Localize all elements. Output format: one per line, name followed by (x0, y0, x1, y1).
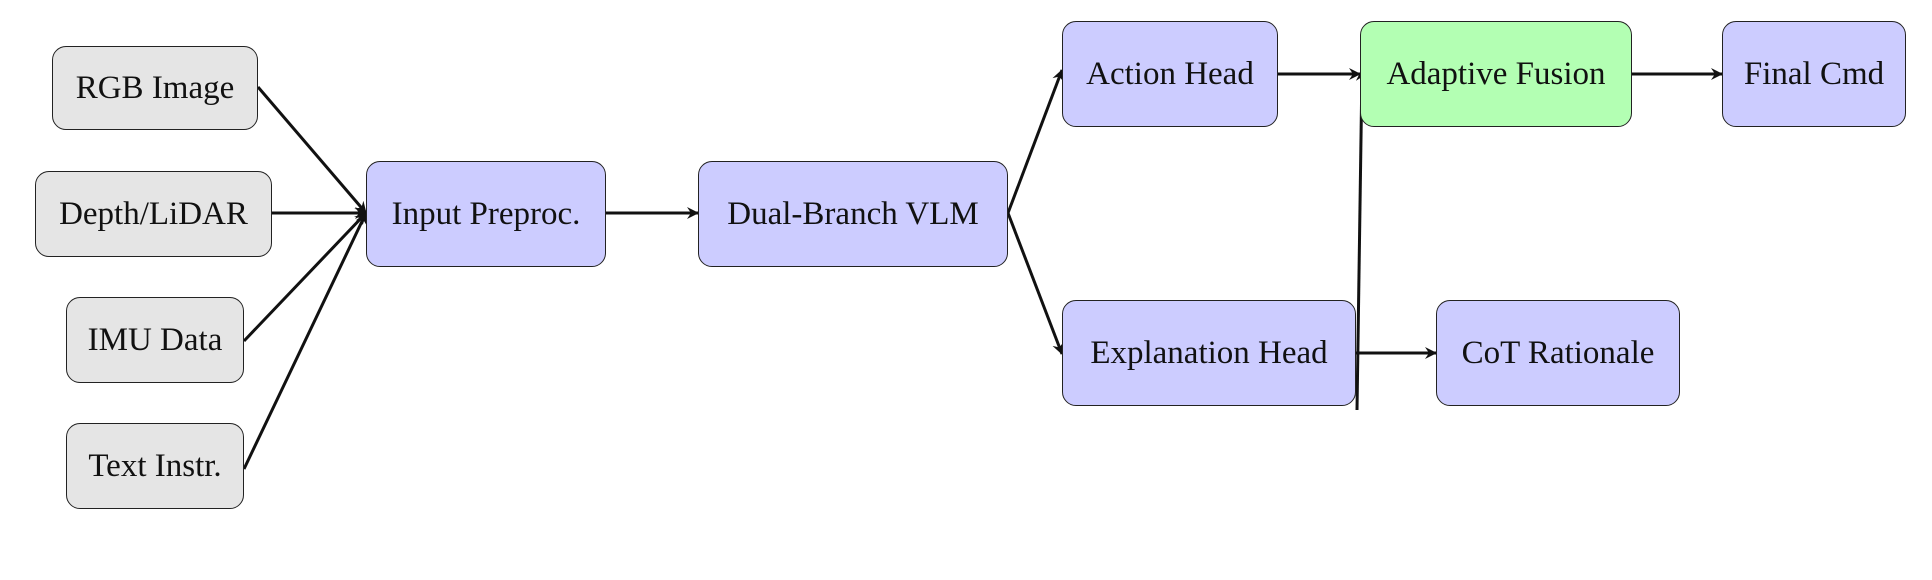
node-final-cmd: Final Cmd (1722, 21, 1906, 127)
node-imu-data: IMU Data (66, 297, 244, 383)
node-dual-branch-vlm: Dual-Branch VLM (698, 161, 1008, 267)
edge-explain-to-fusion (1355, 69, 1368, 411)
edge-imu-to-preproc (242, 211, 368, 343)
node-explanation-head: Explanation Head (1062, 300, 1356, 406)
edge-vlm-to-explain (1006, 212, 1064, 355)
node-cot-rationale: CoT Rationale (1436, 300, 1680, 406)
edge-vlm-to-action (1006, 69, 1064, 214)
node-text-instr: Text Instr. (66, 423, 244, 509)
edge-rgb-to-preproc (256, 86, 368, 214)
node-rgb-image: RGB Image (52, 46, 258, 130)
node-action-head: Action Head (1062, 21, 1278, 127)
node-adaptive-fusion: Adaptive Fusion (1360, 21, 1632, 127)
node-depth-lidar: Depth/LiDAR (35, 171, 272, 257)
node-input-preproc: Input Preproc. (366, 161, 606, 267)
edge-text-to-preproc (242, 212, 368, 470)
